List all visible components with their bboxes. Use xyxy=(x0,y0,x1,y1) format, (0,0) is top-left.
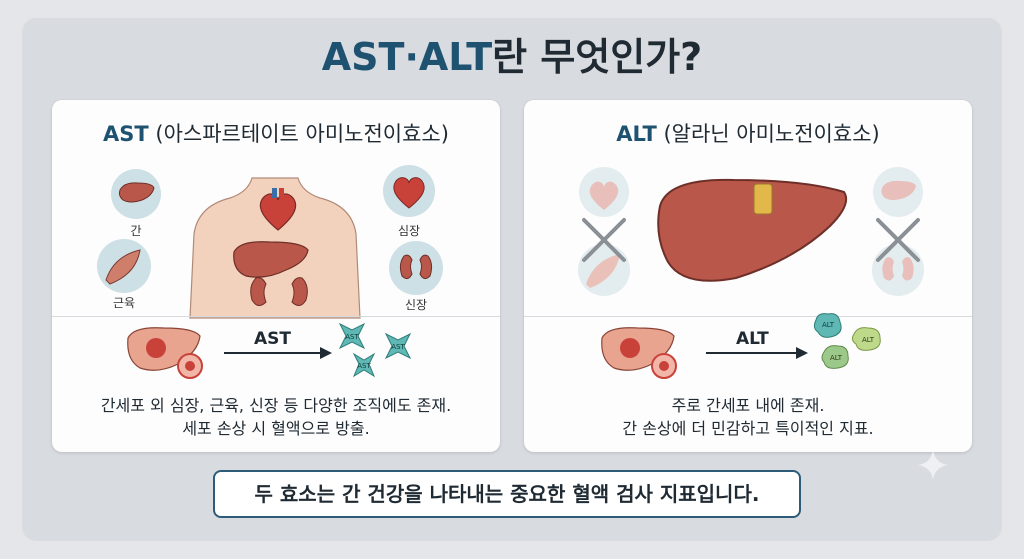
svg-text:ALT: ALT xyxy=(862,336,875,344)
svg-text:ALT: ALT xyxy=(830,354,843,362)
heart-circle-icon xyxy=(383,165,435,217)
liver-circle-icon xyxy=(111,169,161,219)
alt-description: 주로 간세포 내에 존재. 간 손상에 더 민감하고 특이적인 지표. xyxy=(622,396,874,438)
enzyme-text-1: AST AST AST xyxy=(345,333,405,370)
big-liver-icon xyxy=(657,178,848,282)
alt-panel: ALT (알라닌 아미노전이효소) ALT xyxy=(524,100,972,452)
page-title: AST·ALT란 무엇인가? xyxy=(321,35,703,79)
heart-label: 심장 xyxy=(397,224,421,238)
enzyme-molecules-icon xyxy=(338,322,412,378)
ast-panel: AST (아스파르테이트 아미노전이효소) 간 근육 심장 신장 xyxy=(52,100,500,452)
release-arrow-icon xyxy=(224,347,332,359)
ast-divider xyxy=(52,316,500,317)
summary-box: 두 효소는 간 건강을 나타내는 중요한 혈액 검사 지표입니다. xyxy=(213,470,801,518)
enzyme-text-2: ALT ALT ALT xyxy=(822,321,875,362)
alt-panel-title: ALT (알라닌 아미노전이효소) xyxy=(616,122,880,146)
excluded-heart-muscle-icon xyxy=(578,167,630,296)
svg-text:AST: AST xyxy=(391,343,405,351)
damaged-liver-icon xyxy=(127,327,203,379)
alt-divider xyxy=(524,316,972,317)
release-arrow-icon xyxy=(706,347,808,359)
liver-label: 간 xyxy=(130,224,142,238)
ast-arrow-label: AST xyxy=(254,329,291,349)
kidney-icon xyxy=(250,277,308,306)
alt-arrow-label: ALT xyxy=(736,329,769,349)
damaged-liver-icon xyxy=(601,327,677,379)
excluded-liver-kidney-icon xyxy=(872,167,924,296)
kidney-label: 신장 xyxy=(404,298,428,312)
muscle-circle-icon xyxy=(97,239,151,293)
svg-text:AST: AST xyxy=(357,362,371,370)
ast-description: 간세포 외 심장, 근육, 신장 등 다양한 조직에도 존재. 세포 손상 시 … xyxy=(100,396,452,438)
liver-icon xyxy=(233,241,309,278)
svg-text:ALT: ALT xyxy=(822,321,835,329)
heart-icon xyxy=(259,188,297,231)
kidney-circle-icon xyxy=(389,241,443,295)
enzyme-molecules-icon xyxy=(813,313,881,369)
svg-text:AST: AST xyxy=(345,333,359,341)
sparkle-icon xyxy=(918,450,948,480)
muscle-label: 근육 xyxy=(112,296,136,310)
ast-panel-title: AST (아스파르테이트 아미노전이효소) xyxy=(103,122,449,146)
